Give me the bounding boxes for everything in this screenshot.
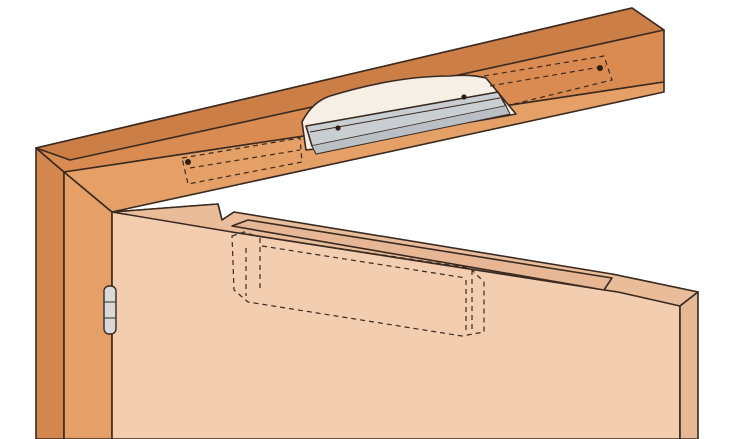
channel-right-hidden-inner (489, 65, 607, 87)
closer-arm-highlight (309, 97, 501, 133)
door-hinge-icon (103, 285, 117, 335)
head-jamb-top (35, 7, 665, 161)
hinge-barrel (103, 285, 117, 335)
screw-icon (185, 159, 191, 165)
door-channel-recess (231, 219, 613, 291)
screw-icon (461, 94, 467, 100)
door-pocket-top-line (261, 245, 467, 279)
door-pocket-inner (245, 238, 473, 332)
frame-channel-hidden-lines (181, 55, 613, 185)
head-jamb-cutaway (301, 74, 517, 155)
door-right-edge (679, 291, 699, 439)
door-leaf (111, 203, 699, 439)
channel-left-hidden-inner (189, 149, 301, 169)
screw-icon (597, 65, 603, 71)
closer-arm-edge (311, 105, 511, 155)
screw-icon (335, 125, 341, 131)
door-channel-hidden-lines (231, 231, 485, 337)
screws (185, 65, 603, 165)
left-jamb-front (35, 147, 65, 439)
door-pocket-outline (231, 231, 485, 337)
